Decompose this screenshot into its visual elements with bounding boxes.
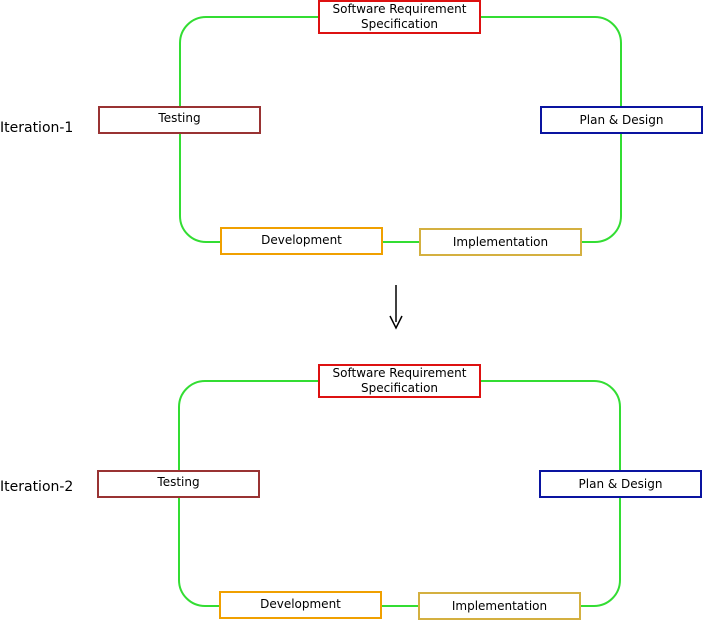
srs-line2: Specification xyxy=(360,381,439,395)
plan-design-label: Plan & Design xyxy=(579,112,664,127)
development-label: Development xyxy=(260,596,341,611)
srs-box-1: Software Requirement Specification xyxy=(318,0,481,34)
implementation-box-2: Implementation xyxy=(418,592,581,620)
testing-box-1: Testing xyxy=(98,106,261,134)
implementation-label: Implementation xyxy=(451,598,548,613)
iteration-1-label: Iteration-1 xyxy=(0,120,74,136)
testing-label: Testing xyxy=(158,111,201,125)
down-arrow-icon xyxy=(389,285,403,330)
srs-line1: Software Requirement xyxy=(332,2,467,16)
srs-line2: Specification xyxy=(360,17,439,31)
srs-line1: Software Requirement xyxy=(332,366,467,380)
development-box-1: Development xyxy=(220,227,383,255)
testing-label: Testing xyxy=(157,475,200,489)
plan-design-box-2: Plan & Design xyxy=(539,470,702,498)
development-box-2: Development xyxy=(219,591,382,619)
implementation-box-1: Implementation xyxy=(419,228,582,256)
iteration-2-label: Iteration-2 xyxy=(0,479,74,495)
testing-box-2: Testing xyxy=(97,470,260,498)
development-label: Development xyxy=(261,232,342,247)
plan-design-box-1: Plan & Design xyxy=(540,106,703,134)
plan-design-label: Plan & Design xyxy=(578,476,663,491)
implementation-label: Implementation xyxy=(452,234,549,249)
srs-box-2: Software Requirement Specification xyxy=(318,364,481,398)
